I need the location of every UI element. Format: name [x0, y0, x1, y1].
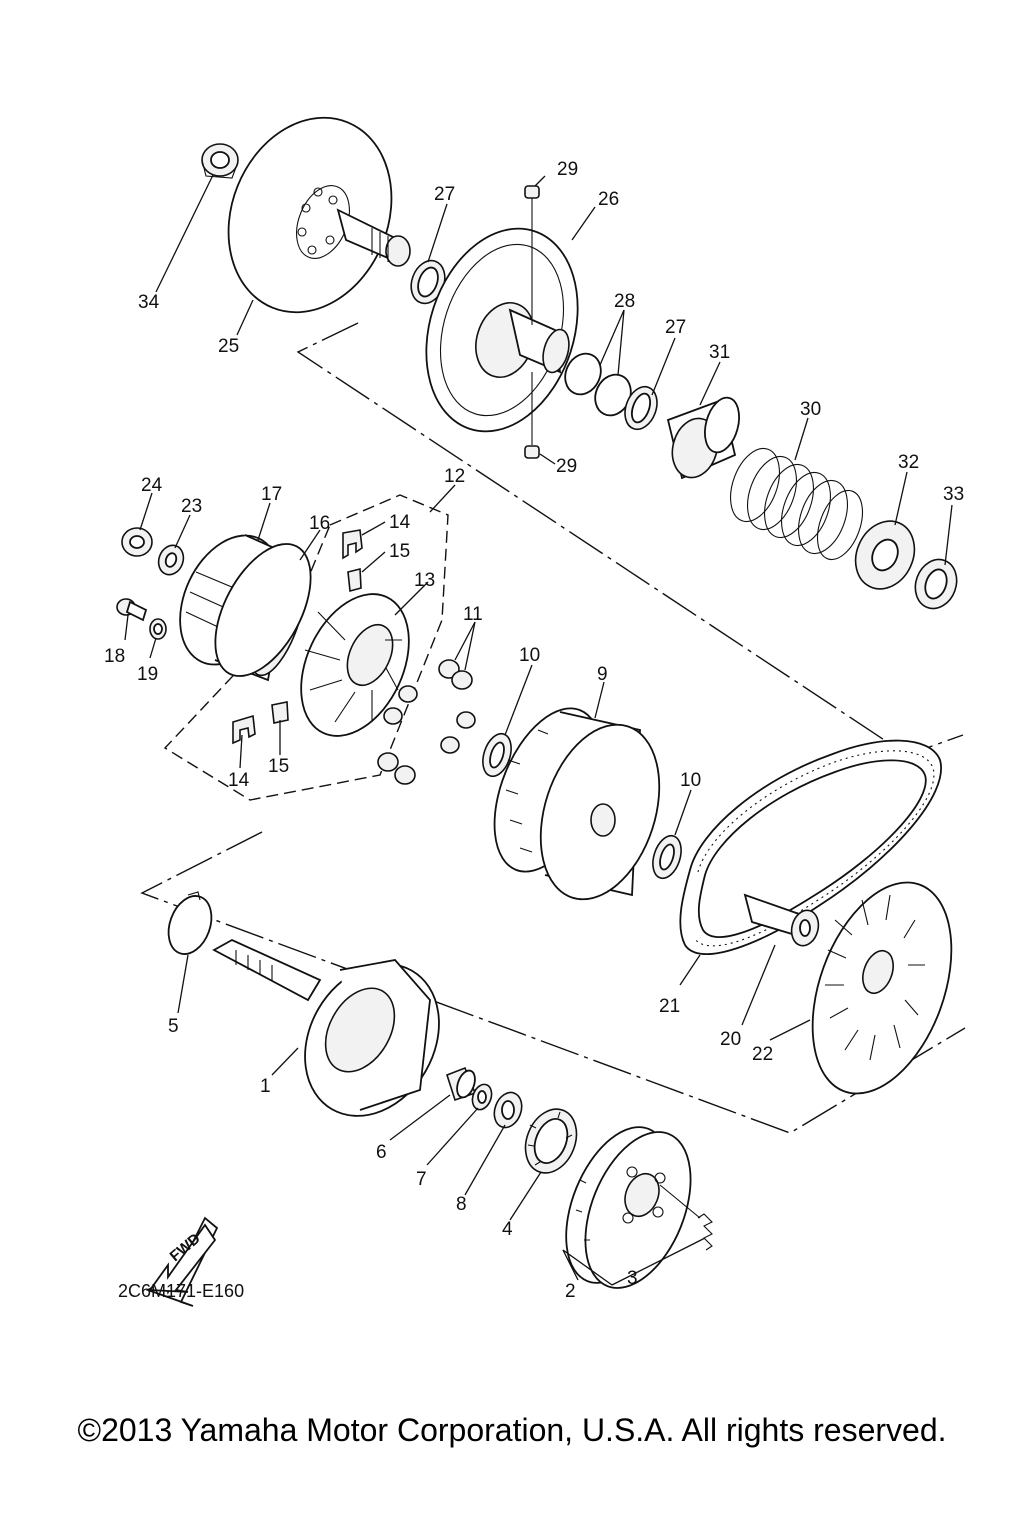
part-27-oil-seal-upper[interactable] — [405, 256, 450, 308]
part-22-primary-fan-sheave[interactable] — [786, 863, 978, 1112]
part-15-slider-lower[interactable] — [271, 701, 289, 724]
callout-33: 33 — [943, 484, 964, 505]
callout-6: 6 — [376, 1142, 387, 1163]
part-2-clutch-carrier[interactable] — [546, 1112, 712, 1303]
callout-32: 32 — [898, 452, 919, 473]
callout-2: 2 — [565, 1281, 576, 1302]
part-4-one-way-clutch[interactable] — [516, 1101, 585, 1180]
diagram-code: 2C6M171-E160 — [118, 1281, 244, 1301]
part-29-guide-pin-upper[interactable] — [524, 185, 540, 325]
part-14-slider-lower[interactable] — [232, 714, 256, 745]
part-11-weights[interactable] — [377, 659, 476, 785]
part-9-primary-fixed-sheave[interactable] — [473, 693, 680, 915]
callout-1: 1 — [260, 1076, 271, 1097]
part-25-secondary-fixed-sheave[interactable] — [200, 93, 420, 337]
part-7-washer[interactable] — [469, 1082, 495, 1113]
callout-29-upper: 29 — [557, 159, 578, 180]
callout-23: 23 — [181, 496, 202, 517]
callout-29-lower: 29 — [556, 456, 577, 477]
callout-34: 34 — [138, 292, 160, 313]
part-14-slider-upper[interactable] — [342, 529, 363, 560]
callout-19: 19 — [137, 664, 158, 685]
part-10-washer-lower[interactable] — [648, 832, 686, 882]
callout-15-upper: 15 — [389, 541, 410, 562]
part-23-washer[interactable] — [155, 542, 188, 578]
part-13-primary-sliding-sheave[interactable] — [280, 577, 430, 754]
callout-9: 9 — [597, 664, 608, 685]
callout-28: 28 — [614, 291, 635, 312]
part-28-o-rings[interactable] — [559, 348, 638, 421]
part-5-circlip[interactable] — [161, 890, 219, 960]
callout-18: 18 — [104, 646, 125, 667]
callout-labels: 34 25 27 29 26 28 27 31 30 29 32 33 24 2… — [104, 159, 964, 1302]
callout-12: 12 — [444, 466, 465, 487]
callout-7: 7 — [416, 1169, 427, 1190]
callout-13: 13 — [414, 570, 435, 591]
part-18-bolt[interactable] — [116, 598, 148, 622]
callout-3: 3 — [627, 1268, 638, 1289]
part-29-guide-pin-lower[interactable] — [524, 372, 540, 459]
callout-27-lower: 27 — [665, 317, 686, 338]
leader-lines — [124, 174, 953, 1286]
part-32-washer[interactable] — [845, 511, 925, 598]
callout-10-lower: 10 — [680, 770, 701, 791]
callout-14-upper: 14 — [389, 512, 411, 533]
part-20-collar[interactable] — [743, 893, 822, 949]
callout-25: 25 — [218, 336, 239, 357]
callout-16: 16 — [309, 513, 330, 534]
part-24-nut[interactable] — [121, 527, 153, 557]
part-15-slider-upper[interactable] — [347, 567, 362, 593]
callout-14-lower: 14 — [228, 770, 250, 791]
part-34-flange-nut[interactable] — [201, 143, 239, 179]
callout-30: 30 — [800, 399, 821, 420]
callout-26: 26 — [598, 189, 619, 210]
callout-21: 21 — [659, 996, 680, 1017]
part-3-clutch-spring[interactable] — [659, 1184, 713, 1251]
callout-24: 24 — [141, 475, 163, 496]
part-27-oil-seal-lower[interactable] — [619, 382, 662, 434]
callout-8: 8 — [456, 1194, 467, 1215]
part-1-clutch-housing-shaft[interactable] — [212, 938, 466, 1141]
part-31-spring-seat[interactable] — [666, 394, 745, 483]
callout-4: 4 — [502, 1219, 513, 1240]
callout-15-lower: 15 — [268, 756, 289, 777]
part-26-secondary-sliding-sheave[interactable] — [401, 209, 602, 451]
part-8-hub[interactable] — [490, 1089, 527, 1132]
part-10-washer-upper[interactable] — [478, 730, 516, 780]
callout-11: 11 — [463, 604, 483, 625]
callout-17: 17 — [261, 484, 282, 505]
part-16-seal[interactable] — [196, 529, 331, 692]
driven-pulley-group-frame — [296, 322, 964, 756]
copyright-notice: ©2013 Yamaha Motor Corporation, U.S.A. A… — [77, 1412, 947, 1448]
part-30-compression-spring[interactable] — [721, 442, 871, 566]
callout-22: 22 — [752, 1044, 773, 1065]
part-19-washer[interactable] — [149, 618, 167, 640]
part-21-v-belt[interactable] — [679, 739, 942, 955]
part-33-oil-seal[interactable] — [909, 554, 964, 615]
callout-31: 31 — [709, 342, 730, 363]
callout-27-upper: 27 — [434, 184, 455, 205]
callout-5: 5 — [168, 1016, 179, 1037]
callout-20: 20 — [720, 1029, 741, 1050]
callout-10-upper: 10 — [519, 645, 540, 666]
part-6-needle-bearing[interactable] — [446, 1066, 478, 1102]
